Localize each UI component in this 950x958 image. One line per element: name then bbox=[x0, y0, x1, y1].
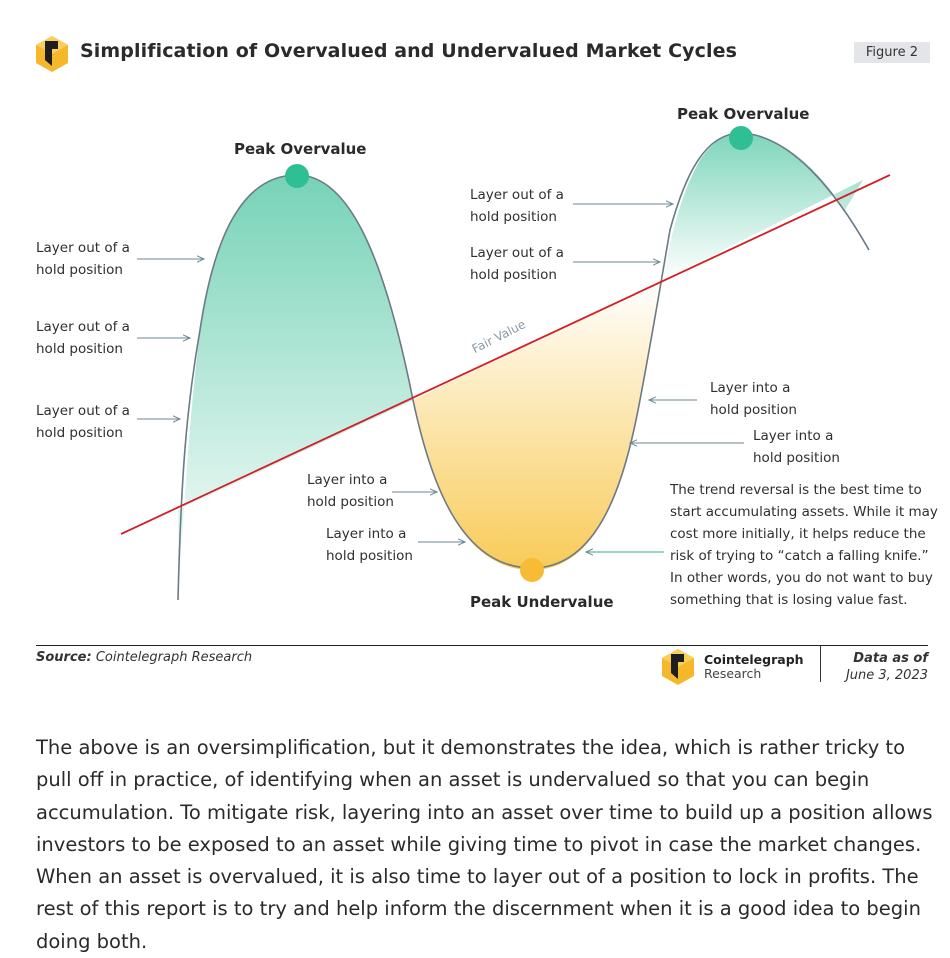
market-cycle-diagram: Peak Overvalue Peak Overvalue Peak Under… bbox=[0, 80, 950, 640]
annotation-out-left-3: Layer out of a hold position bbox=[36, 400, 130, 444]
left-peak-dot bbox=[285, 164, 309, 188]
annotation-line2: hold position bbox=[307, 494, 394, 510]
annotation-line1: Layer out of a bbox=[470, 187, 564, 203]
annotation-out-right-2: Layer out of a hold position bbox=[470, 242, 564, 286]
body-paragraph: The above is an oversimplification, but … bbox=[36, 736, 933, 953]
annotation-line2: hold position bbox=[36, 341, 123, 357]
brand-subtitle: Research bbox=[704, 666, 762, 681]
annotation-into-3: Layer into a hold position bbox=[710, 377, 797, 421]
left-peak-label: Peak Overvalue bbox=[234, 140, 367, 158]
annotation-line2: hold position bbox=[753, 450, 840, 466]
trough-label: Peak Undervalue bbox=[470, 593, 614, 611]
source-text: Cointelegraph Research bbox=[91, 650, 253, 665]
annotation-line1: Layer out of a bbox=[470, 245, 564, 261]
annotation-line1: Layer into a bbox=[710, 380, 791, 396]
annotation-line2: hold position bbox=[326, 548, 413, 564]
annotation-line1: Layer into a bbox=[326, 526, 407, 542]
annotation-line2: hold position bbox=[36, 425, 123, 441]
footer-vertical-separator bbox=[820, 646, 821, 682]
annotation-line2: hold position bbox=[710, 402, 797, 418]
figure-number-badge: Figure 2 bbox=[853, 42, 930, 63]
figure-header: Simplification of Overvalued and Underva… bbox=[36, 34, 930, 74]
right-peak-label: Peak Overvalue bbox=[677, 105, 810, 123]
brand-name: Cointelegraph bbox=[704, 652, 804, 667]
annotation-line2: hold position bbox=[470, 209, 557, 225]
annotation-line1: Layer out of a bbox=[36, 240, 130, 256]
right-peak-dot bbox=[729, 126, 753, 150]
market-cycle-svg bbox=[120, 126, 891, 601]
data-as-of-date: June 3, 2023 bbox=[845, 668, 928, 683]
annotation-into-4: Layer into a hold position bbox=[753, 425, 840, 469]
trend-reversal-note: The trend reversal is the best time to s… bbox=[670, 482, 938, 608]
annotation-out-left-1: Layer out of a hold position bbox=[36, 237, 130, 281]
market-cycle-curve bbox=[177, 132, 870, 601]
undervalue-area bbox=[413, 280, 663, 570]
figure-title: Simplification of Overvalued and Underva… bbox=[80, 40, 737, 62]
fair-value-line bbox=[120, 174, 891, 535]
annotation-line1: Layer out of a bbox=[36, 403, 130, 419]
cointelegraph-brand-icon bbox=[662, 649, 694, 685]
annotation-line1: Layer into a bbox=[307, 472, 388, 488]
trough-dot bbox=[520, 558, 544, 582]
annotation-line2: hold position bbox=[36, 262, 123, 278]
annotation-line1: Layer into a bbox=[753, 428, 834, 444]
source-credit: Source: Cointelegraph Research bbox=[36, 650, 252, 665]
overvalue-area-right bbox=[663, 132, 863, 280]
overvalue-area-left bbox=[178, 175, 413, 600]
annotation-line2: hold position bbox=[470, 267, 557, 283]
data-as-of-label: Data as of bbox=[853, 651, 928, 666]
annotation-out-left-2: Layer out of a hold position bbox=[36, 316, 130, 360]
source-label: Source: bbox=[36, 650, 92, 665]
annotation-line1: Layer out of a bbox=[36, 319, 130, 335]
footer-divider bbox=[36, 645, 928, 646]
annotation-out-right-1: Layer out of a hold position bbox=[470, 184, 564, 228]
annotation-into-1: Layer into a hold position bbox=[307, 469, 394, 513]
annotation-into-2: Layer into a hold position bbox=[326, 523, 413, 567]
data-as-of: Data as of June 3, 2023 bbox=[846, 650, 928, 684]
cointelegraph-logo-icon bbox=[36, 36, 68, 72]
